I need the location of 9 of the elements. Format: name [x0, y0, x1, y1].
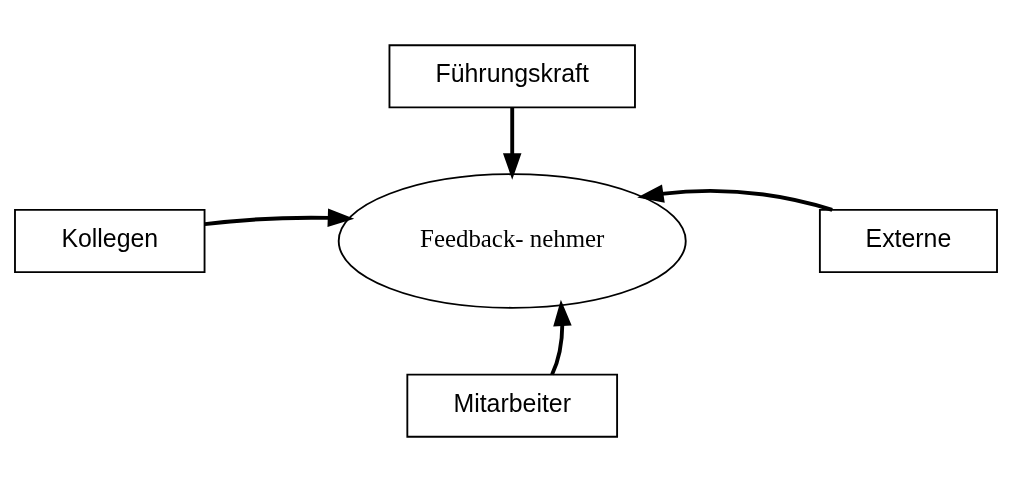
node-box: Mitarbeiter [406, 373, 619, 438]
node-box: Externe [818, 209, 998, 273]
node-box: Kollegen [14, 209, 206, 273]
arrow [637, 184, 833, 212]
arrow [204, 208, 355, 228]
arrow [550, 299, 572, 376]
arrow [502, 107, 522, 180]
node-box: Führungskraft [388, 44, 636, 109]
node-ellipse: Feedback- nehmer [337, 173, 687, 309]
